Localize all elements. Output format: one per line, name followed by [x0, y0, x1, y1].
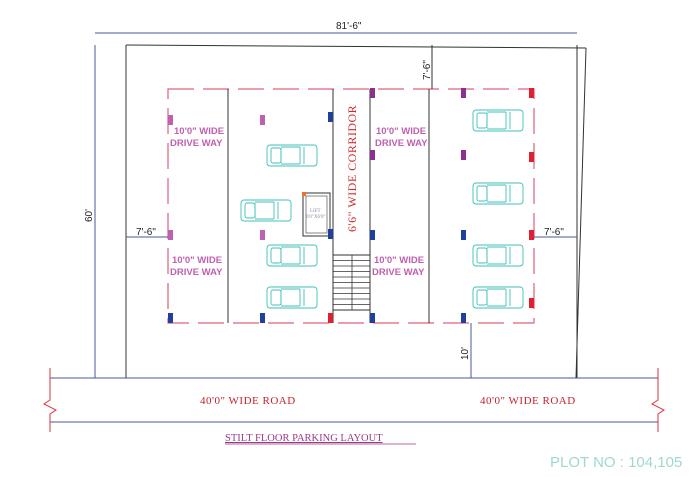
svg-text:10'0" WIDE: 10'0" WIDE [374, 255, 424, 266]
car-icon [240, 199, 292, 222]
lift-label: LIFT [310, 209, 321, 214]
top-setback-label: 7'-6" [422, 60, 433, 80]
column [529, 88, 534, 98]
lift-size: 6'0"X6'0" [306, 215, 326, 220]
column [370, 313, 375, 323]
road-label-left: 40'0" WIDE ROAD [200, 395, 296, 407]
svg-text:10'0" WIDE: 10'0" WIDE [172, 255, 222, 266]
svg-text:DRIVE WAY: DRIVE WAY [170, 267, 223, 278]
car-icon [472, 109, 524, 132]
right-setback-label: 7'-6" [544, 227, 564, 238]
column [461, 230, 466, 240]
road-label-right: 40'0" WIDE ROAD [480, 395, 576, 407]
driveway-top-right: 10'0" WIDE DRIVE WAY [375, 126, 428, 149]
column [529, 152, 534, 162]
column [168, 313, 173, 323]
car-icon [266, 244, 318, 267]
columns [168, 88, 534, 323]
road-break-left [43, 368, 57, 432]
column [328, 313, 333, 323]
corridor-label: 6'6" WIDE CORRIDOR [345, 105, 359, 232]
column [370, 150, 375, 160]
car-icon [472, 244, 524, 267]
svg-text:10'0" WIDE: 10'0" WIDE [376, 126, 426, 137]
column [328, 229, 333, 239]
driveway-bottom-right: 10'0" WIDE DRIVE WAY [372, 255, 425, 278]
column [529, 230, 534, 240]
driveway-top-left: 10'0" WIDE DRIVE WAY [170, 126, 224, 149]
column [461, 150, 466, 160]
cars [240, 109, 524, 309]
driveway-bottom-left: 10'0" WIDE DRIVE WAY [170, 255, 223, 278]
column [260, 115, 265, 125]
car-icon [472, 286, 524, 309]
drawing-title: STILT FLOOR PARKING LAYOUT [225, 433, 383, 444]
svg-text:10'0" WIDE: 10'0" WIDE [174, 126, 224, 137]
car-icon [266, 286, 318, 309]
column [370, 88, 375, 98]
front-setback-label: 10' [460, 347, 471, 360]
road-break-right [651, 368, 665, 432]
car-icon [266, 144, 318, 167]
car-icon [472, 182, 524, 205]
column [461, 313, 466, 323]
lift: LIFT 6'0"X6'0" [302, 192, 331, 237]
column [370, 230, 375, 240]
column-orange [302, 192, 306, 196]
setback-line [167, 88, 535, 324]
column [168, 115, 173, 125]
svg-text:DRIVE WAY: DRIVE WAY [170, 138, 223, 149]
svg-text:DRIVE WAY: DRIVE WAY [372, 267, 425, 278]
column [461, 88, 466, 98]
staircase [332, 254, 371, 311]
road [43, 368, 665, 432]
column [260, 313, 265, 323]
overall-width-label: 81'-6" [336, 21, 362, 32]
column [168, 230, 173, 240]
plot-boundary [125, 44, 587, 379]
column [328, 112, 333, 122]
plot-number: PLOT NO : 104,105 [550, 454, 682, 471]
svg-text:DRIVE WAY: DRIVE WAY [375, 138, 428, 149]
column [529, 298, 534, 308]
driveway-dividers [227, 89, 430, 323]
overall-depth-label: 60' [84, 209, 95, 222]
column [260, 230, 265, 240]
left-setback-label: 7'-6" [136, 227, 156, 238]
